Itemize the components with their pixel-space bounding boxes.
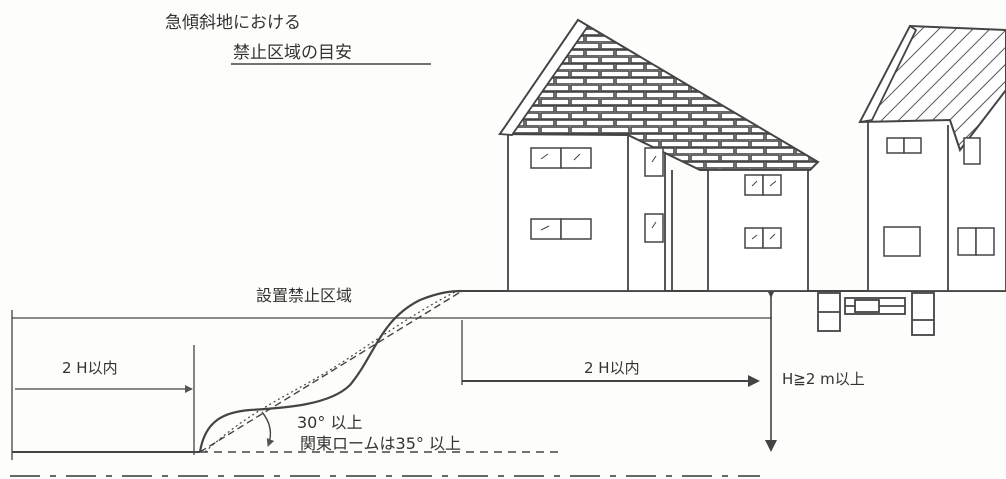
- diagram-title-line2: 禁止区域の目安: [233, 43, 352, 63]
- foundation-blocks: [817, 292, 935, 336]
- dimension-lines: [11, 286, 777, 460]
- slope-profile: [198, 289, 560, 453]
- angle-label: 30° 以上: [297, 413, 362, 432]
- house-right: [858, 24, 1006, 292]
- angle-arc: [261, 411, 275, 447]
- kanto-loam-label: 関東ロームは35° 以上: [300, 434, 461, 453]
- right-distance-label: 2 H以内: [584, 359, 640, 377]
- height-label: H≧2 m以上: [782, 370, 865, 388]
- left-distance-label: 2 H以内: [62, 359, 118, 377]
- house-left: [498, 18, 820, 292]
- diagram-title-line1: 急傾斜地における: [165, 13, 301, 33]
- prohibited-zone-label: 設置禁止区域: [256, 286, 352, 305]
